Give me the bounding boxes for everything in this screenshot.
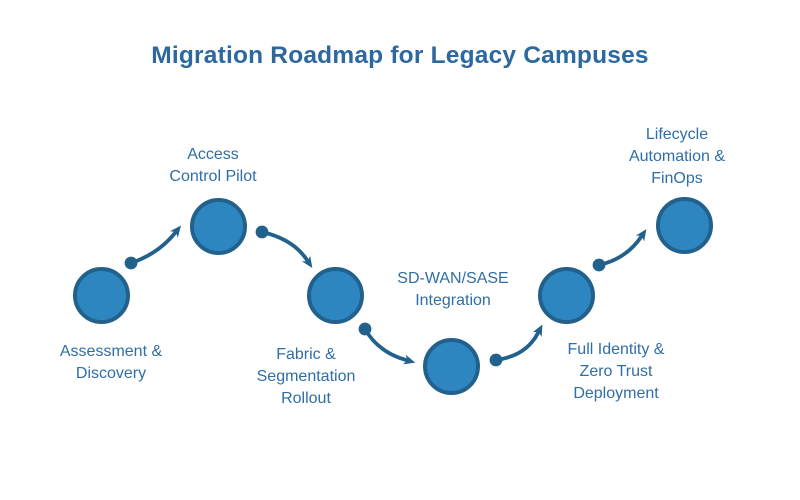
arrow-start-dot [124, 256, 138, 270]
arrow-curve [494, 324, 543, 362]
arrow-curve [597, 229, 647, 267]
milestone-label-3: Fabric & Segmentation Rollout [256, 346, 356, 407]
milestone-label-6: Lifecycle Automation & FinOps [628, 126, 726, 187]
connector-arrow-5 [592, 229, 647, 272]
arrow-curve [363, 327, 416, 365]
arrow-start-dot [255, 225, 269, 239]
milestone-node-6 [656, 197, 713, 254]
milestone-node-4 [423, 338, 480, 395]
connector-arrow-4 [489, 324, 543, 367]
arrow-start-dot [592, 258, 606, 272]
milestone-label-2: Access Control Pilot [169, 146, 257, 185]
milestone-node-2 [190, 198, 247, 255]
milestone-label-1: Assessment & Discovery [59, 343, 163, 382]
arrow-start-dot [358, 322, 372, 336]
milestone-label-5: Full Identity & Zero Trust Deployment [567, 341, 665, 402]
milestone-node-5 [538, 267, 595, 324]
milestone-label-4: SD-WAN/SASE Integration [397, 270, 509, 309]
connector-arrow-3 [358, 322, 416, 365]
diagram-title: Migration Roadmap for Legacy Campuses [151, 42, 649, 69]
milestone-node-1 [73, 267, 130, 324]
connector-arrow-2 [255, 225, 313, 268]
milestone-node-3 [307, 267, 364, 324]
arrow-start-dot [489, 353, 503, 367]
connector-arrow-1 [124, 225, 182, 270]
arrow-curve [129, 225, 182, 265]
arrow-curve [260, 230, 313, 268]
